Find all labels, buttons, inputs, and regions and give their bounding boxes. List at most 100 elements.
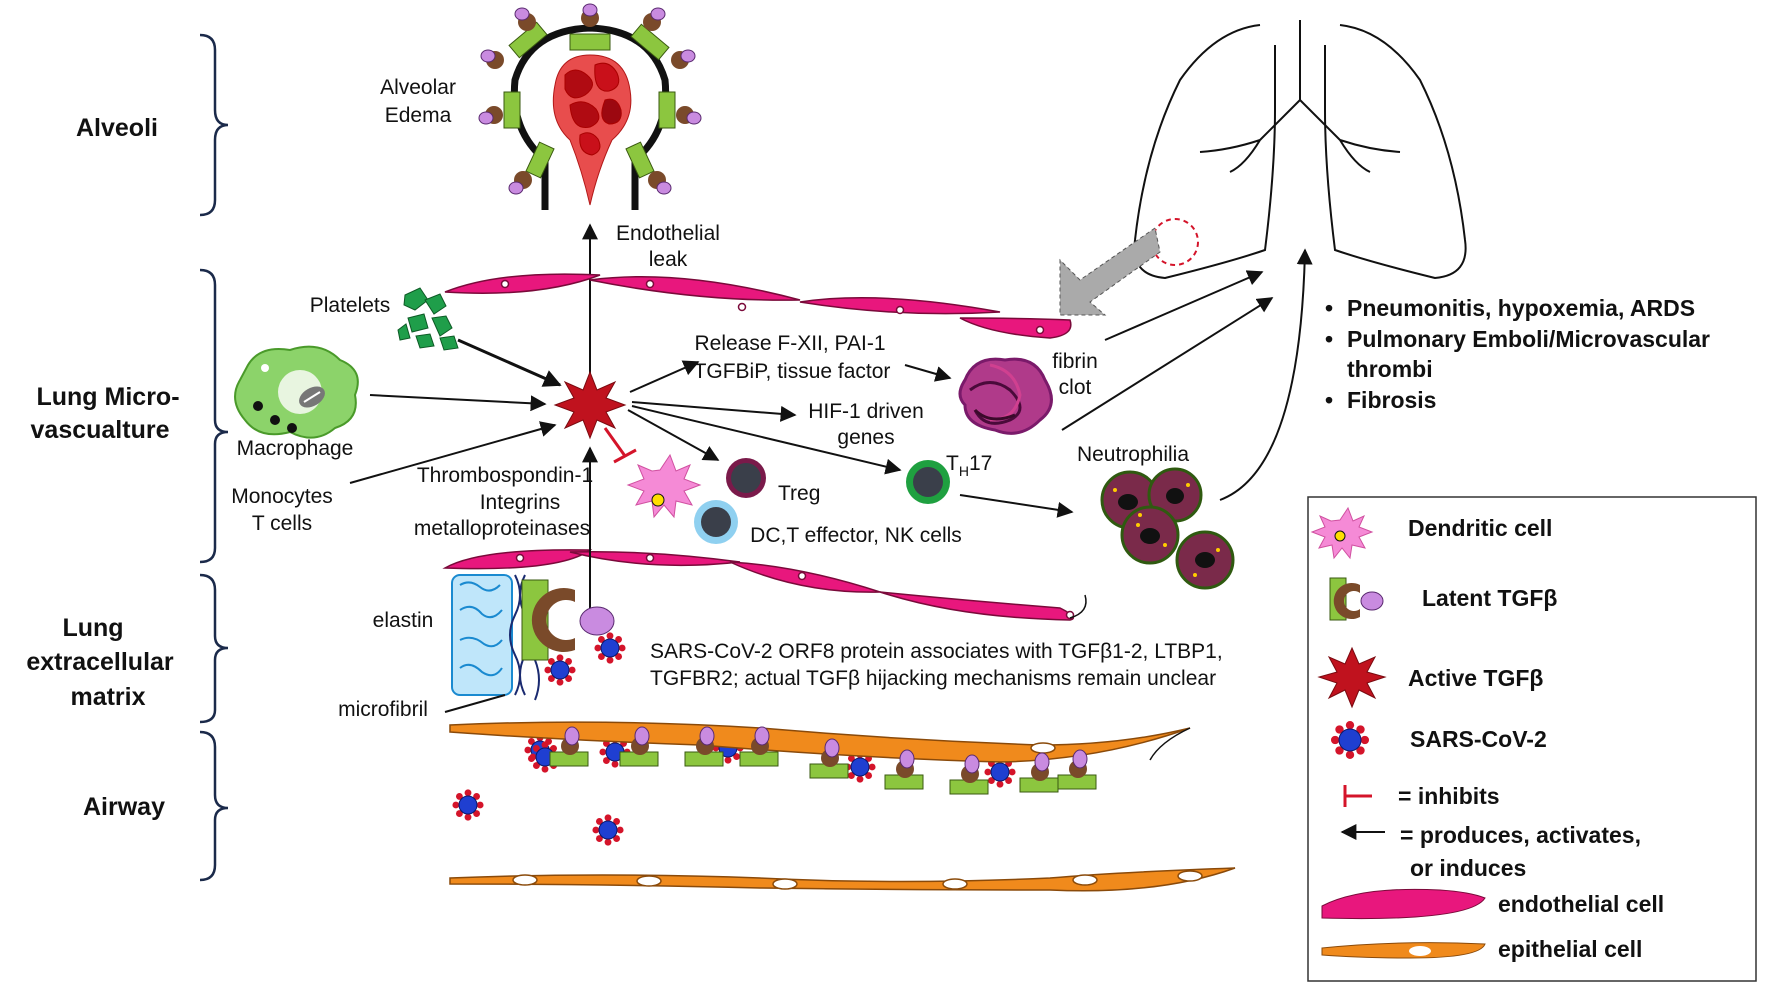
microfibril-pointer [444, 694, 506, 713]
region-brackets [199, 33, 229, 882]
legend-dendritic: Dendritic cell [1408, 515, 1552, 541]
latent-tgfb [619, 726, 659, 767]
legend-sars-icon [1330, 720, 1370, 760]
latent-tgfb [1019, 752, 1059, 793]
sars-cov-2-virus [592, 814, 624, 846]
legend-active: Active TGFβ [1408, 665, 1543, 691]
arrow-tgfb-to-release [629, 360, 700, 393]
legend-epithelial: epithelial cell [1498, 936, 1642, 962]
inhibit-line [603, 427, 627, 457]
region-micro-line1: Lung Micro- [36, 383, 179, 411]
arrow-tgfb-to-hif [631, 401, 797, 422]
fibrin-clot [958, 357, 1053, 435]
legend-produces-1: = produces, activates, [1400, 822, 1641, 848]
label-fibrin-1: fibrin [1052, 350, 1098, 373]
outcome-bullet-1: • [1325, 295, 1333, 321]
active-tgfb-central [553, 370, 627, 440]
label-treg: Treg [778, 482, 820, 505]
outcome-2b: thrombi [1347, 356, 1433, 382]
label-dc: DC,T effector, NK cells [750, 524, 962, 547]
region-micro-line2: vascualture [31, 416, 170, 444]
arrow-platelets-to-tgfb [457, 338, 562, 387]
outcome-bullet-3: • [1325, 387, 1333, 413]
elastin-fibers [451, 574, 513, 696]
sars-cov-2-virus [452, 789, 484, 821]
legend-active-icon [1317, 646, 1387, 709]
alveolus [478, 3, 702, 210]
label-orf8-2: TGFBR2; actual TGFβ hijacking mechanisms… [650, 667, 1216, 690]
latent-tgfb [809, 738, 849, 779]
region-ecm-line3: matrix [70, 683, 145, 711]
label-th17-num: 17 [969, 452, 992, 475]
platelets [397, 287, 459, 351]
sars-cov-2-virus [1330, 720, 1370, 760]
sars-cov-2-virus [544, 654, 576, 686]
label-th17-main: T [946, 452, 959, 475]
outcome-3: Fibrosis [1347, 387, 1436, 413]
th17-cell [906, 460, 950, 504]
treg-cell [726, 458, 766, 498]
inhibit-bar [613, 448, 637, 464]
latent-tgfb [884, 749, 924, 790]
label-endo-leak-2: leak [649, 248, 688, 271]
label-monocytes-1: Monocytes [231, 485, 333, 508]
macrophage [234, 345, 359, 439]
arrow-release-to-clot [904, 364, 952, 382]
lung-lesion-circle [1151, 218, 1199, 266]
ecm-latent-cap [531, 588, 575, 652]
sars-cov-2-virus [594, 632, 626, 664]
label-microfibril: microfibril [338, 698, 428, 721]
label-endo-leak-1: Endothelial [616, 222, 720, 245]
t-effector-cell [694, 500, 738, 544]
legend-endothelial: endothelial cell [1498, 891, 1664, 917]
label-release-2: TGFBiP, tissue factor [694, 360, 891, 383]
legend-epithelial-icon [1321, 942, 1486, 959]
airway-latent-tgfb [549, 726, 1097, 795]
label-thrombo-3: metalloproteinases [414, 517, 590, 540]
region-ecm-line1: Lung [62, 614, 123, 642]
label-release-1: Release F-XII, PAI-1 [694, 332, 885, 355]
dendritic-cell-center [626, 453, 702, 519]
latent-tgfb [549, 726, 589, 767]
label-alveolar-1: Alveolar [380, 76, 456, 99]
label-elastin: elastin [373, 609, 434, 632]
zoom-pointer [1059, 227, 1161, 316]
label-neutrophilia: Neutrophilia [1077, 443, 1189, 466]
neutrophils [1100, 467, 1235, 590]
alveolus-latent-tgfb-group [478, 3, 702, 195]
region-ecm-line2: extracellular [26, 648, 174, 676]
region-airway: Airway [83, 793, 165, 821]
endothelial-layer-bottom [442, 549, 1075, 621]
arrow-neutro-to-lung [1219, 248, 1313, 501]
label-hif-1: HIF-1 driven [808, 400, 924, 423]
latent-tgfb [684, 726, 724, 767]
region-alveoli: Alveoli [76, 114, 158, 142]
label-thrombo-2: Integrins [480, 491, 561, 514]
label-alveolar-2: Edema [385, 104, 452, 127]
legend-endothelial-icon [1321, 888, 1486, 920]
endothelial-layer-top [444, 273, 1072, 339]
arrow-macrophage-to-tgfb [369, 394, 547, 412]
arrow-clot-to-lung [1061, 297, 1274, 431]
outcome-bullet-2: • [1325, 326, 1333, 352]
label-macrophage: Macrophage [237, 437, 354, 460]
lungs-illustration [1133, 20, 1467, 280]
label-hif-2: genes [837, 426, 894, 449]
arrow-to-lung-1 [1104, 270, 1264, 341]
label-monocytes-2: T cells [252, 512, 312, 535]
legend-inhibit-icon [1343, 785, 1372, 807]
label-th17-sub: H [959, 463, 969, 479]
ecm-latent-peptide [579, 606, 615, 636]
latent-tgfb [739, 726, 779, 767]
arrow-monocytes-to-tgfb [349, 421, 557, 484]
latent-tgfb [949, 754, 989, 795]
label-fibrin-2: clot [1059, 376, 1092, 399]
label-thrombo-1: Thrombospondin-1 [417, 464, 593, 487]
label-platelets: Platelets [310, 294, 391, 317]
legend-inhibits: = inhibits [1398, 783, 1500, 809]
outcomes-list: • Pneumonitis, hypoxemia, ARDS • Pulmona… [1325, 295, 1710, 413]
label-th17: TH17 [946, 452, 992, 479]
arrow-th17-to-neutro [959, 494, 1074, 518]
legend-latent: Latent TGFβ [1422, 585, 1557, 611]
